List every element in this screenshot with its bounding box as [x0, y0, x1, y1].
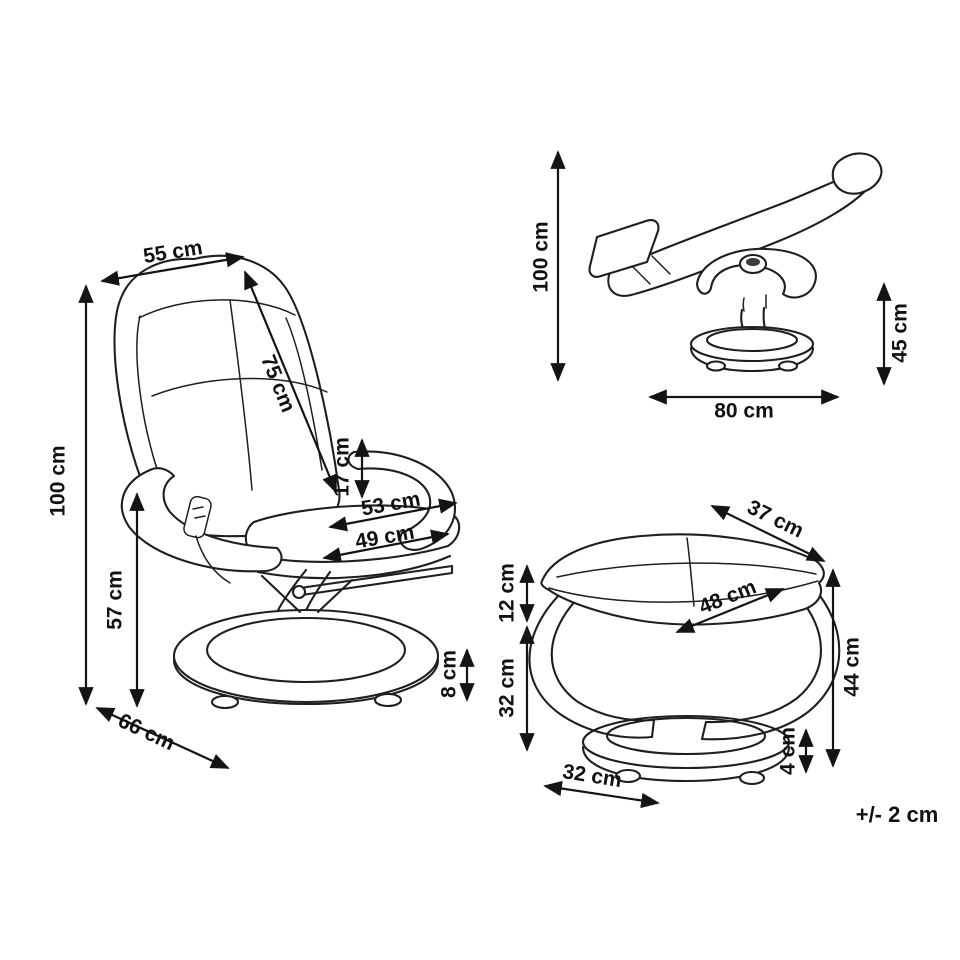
footstool-frame-left	[528, 590, 654, 739]
dim-label-footstool-base-width: 32 cm	[561, 760, 623, 792]
chair-front-drawing	[113, 254, 461, 710]
reclined-base-ring-inner	[705, 327, 799, 353]
dim-arrow-footstool-depth	[710, 505, 826, 562]
reclined-headrest	[831, 152, 883, 195]
dim-arrow-backrest-width	[100, 252, 245, 286]
dim-label-footstool-leg-height: 32 cm	[496, 658, 519, 718]
dim-label-reclined-height: 100 cm	[530, 221, 553, 292]
reclined-armrest	[695, 247, 817, 299]
dim-label-reclined-armrest-height: 45 cm	[889, 303, 912, 363]
dim-label-overall-height: 100 cm	[47, 445, 70, 516]
dim-arrow-seat-width	[322, 529, 450, 563]
dim-label-armrest-height-above-seat: 17 cm	[331, 437, 354, 497]
dim-arrow-backrest-length	[243, 270, 338, 494]
dim-label-footstool-foot-height: 4 cm	[777, 727, 800, 775]
footstool-base-ring-inner	[605, 716, 767, 756]
chair-mechanism	[256, 554, 452, 580]
dim-label-footstool-depth: 37 cm	[744, 496, 808, 543]
tolerance-note: +/- 2 cm	[856, 802, 939, 827]
dimension-arrows	[78, 150, 892, 809]
chair-reclined-drawing	[588, 152, 883, 373]
dim-arrow-footstool-base-width	[543, 780, 660, 809]
footstool-cushion	[540, 533, 825, 626]
chair-base-ring-inner	[205, 616, 407, 684]
dim-label-footstool-overall-height: 44 cm	[841, 637, 864, 697]
dim-label-footstool-cushion: 12 cm	[496, 563, 519, 623]
dim-label-base-height: 8 cm	[438, 650, 461, 698]
dim-arrow-seat-width-top	[328, 498, 458, 532]
dim-arrow-footstool-width	[675, 587, 785, 634]
dim-label-seat-height: 57 cm	[104, 570, 127, 630]
reclined-footrest	[588, 219, 660, 278]
dim-label-depth: 66 cm	[115, 709, 179, 755]
dim-label-reclined-depth: 80 cm	[714, 400, 774, 423]
dim-arrow-depth	[95, 706, 230, 770]
